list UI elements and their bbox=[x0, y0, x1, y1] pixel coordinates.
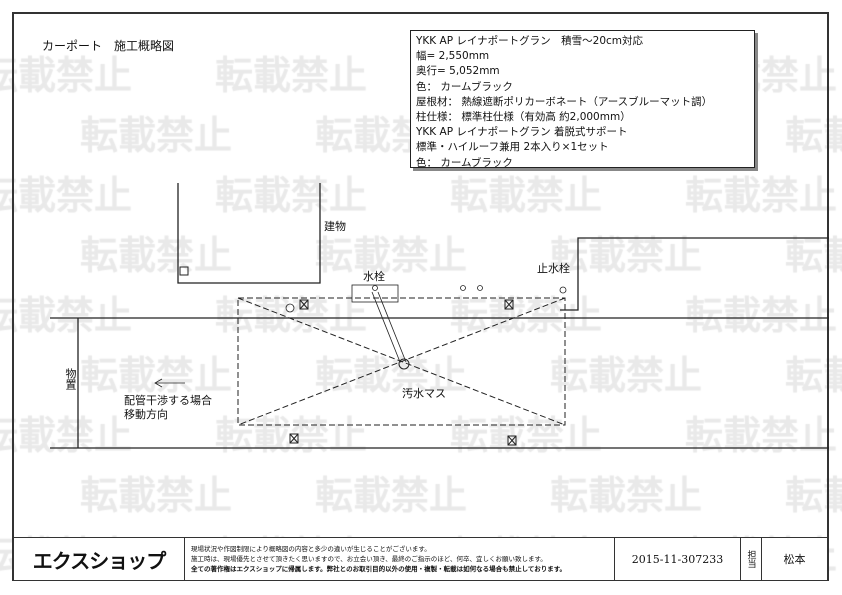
spec-box: YKK AP レイナポートグラン 積雪～20cm対応 幅= 2,550mm 奥行… bbox=[410, 30, 755, 169]
label-building: 建物 bbox=[324, 220, 346, 233]
spec-line: 屋根材： 熱線遮断ポリカーボネート（アースブルーマット調） bbox=[416, 95, 713, 108]
spec-line: 色： カームブラック bbox=[416, 80, 513, 93]
footer-notes: 現場状況や作図制限により概略図の内容と多少の違いが生じることがございます。 施工… bbox=[185, 538, 615, 580]
water-tap-box bbox=[351, 284, 399, 303]
building-outline bbox=[177, 183, 321, 284]
sewage-manhole bbox=[398, 358, 410, 370]
neighbor-wall bbox=[560, 237, 829, 311]
label-water-tap: 水栓 bbox=[363, 270, 385, 283]
note-line: 全ての著作権はエクスショップに帰属します。弊社とのお取引目的以外の使用・複製・転… bbox=[191, 565, 567, 573]
pipe-note-2: 移動方向 bbox=[124, 408, 168, 421]
spec-line: 柱仕様： 標準柱仕様（有効高 約2,000mm） bbox=[416, 111, 631, 124]
spec-line: 標準・ハイルーフ兼用 2本入り×1セット bbox=[416, 141, 609, 154]
company-logo: エクスショップ bbox=[14, 538, 185, 580]
note-line: 現場状況や作図制限により概略図の内容と多少の違いが生じることがございます。 bbox=[191, 545, 431, 553]
spec-line: 奥行= 5,052mm bbox=[416, 65, 500, 78]
spec-line: 幅= 2,550mm bbox=[416, 50, 490, 63]
drawing-code: 2015-11-307233 bbox=[615, 538, 741, 580]
spec-line: YKK AP レイナポートグラン 着脱式サポート bbox=[416, 126, 628, 139]
spec-line: 色： カームブラック bbox=[416, 156, 513, 169]
pipe-note-1: 配管干渉する場合 bbox=[124, 394, 212, 407]
spec-line: YKK AP レイナポートグラン 積雪～20cm対応 bbox=[416, 35, 644, 47]
note-line: 施工時は、現場優先とさせて頂きたく思いますので、お立会い頂き、最終のご指示のほど… bbox=[191, 555, 547, 563]
label-sewage: 汚水マス bbox=[402, 387, 446, 400]
posts bbox=[289, 299, 517, 446]
title-block: エクスショップ 現場状況や作図制限により概略図の内容と多少の違いが生じることがご… bbox=[14, 537, 827, 580]
pipe bbox=[371, 291, 407, 363]
carport-outline bbox=[237, 297, 566, 426]
drawing-frame bbox=[12, 12, 829, 581]
person-label: 担当 bbox=[741, 538, 762, 580]
label-storage: 物置 bbox=[64, 368, 77, 390]
small-circles bbox=[285, 285, 567, 313]
person-name: 松本 bbox=[783, 553, 806, 566]
arrow-icon bbox=[154, 378, 185, 388]
label-stop-valve: 止水栓 bbox=[537, 262, 570, 275]
drawing-title: カーポート 施工概略図 bbox=[42, 39, 175, 53]
